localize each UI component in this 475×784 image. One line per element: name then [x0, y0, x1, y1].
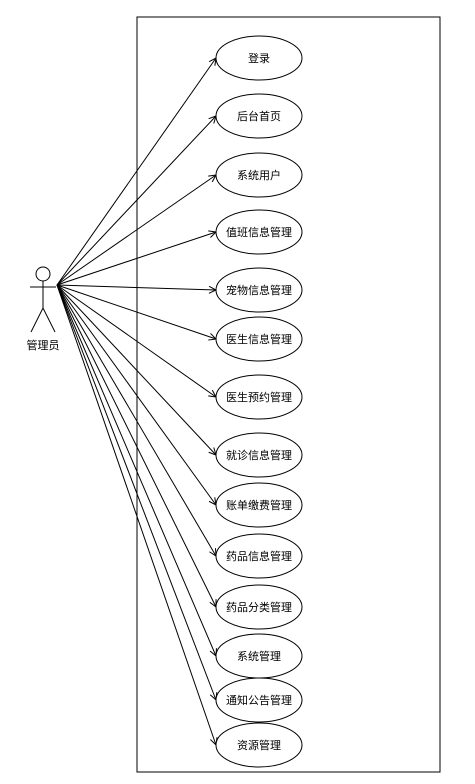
use-case-label: 登录	[248, 51, 270, 65]
use-case-ellipse	[215, 432, 303, 478]
use-case-label: 系统用户	[237, 168, 281, 182]
use-case: 医生预约管理	[215, 374, 303, 420]
use-case-ellipse	[215, 374, 303, 420]
use-case-ellipse	[215, 152, 303, 198]
association-line	[56, 174, 217, 286]
use-case-label: 系统管理	[237, 649, 281, 663]
actor-name: 管理员	[27, 338, 60, 352]
use-case-label: 医生信息管理	[226, 332, 292, 346]
use-case-label: 账单缴费管理	[226, 498, 292, 512]
actor-right-leg	[42, 307, 56, 333]
use-case-ellipse	[215, 93, 303, 139]
association-line	[56, 284, 217, 291]
use-case-ellipse	[215, 677, 303, 723]
association-arrowhead	[209, 548, 217, 557]
use-case: 资源管理	[215, 722, 303, 768]
use-case-ellipse	[215, 316, 303, 362]
association-line	[56, 284, 217, 456]
use-case-ellipse	[215, 482, 303, 528]
use-case: 账单缴费管理	[215, 482, 303, 528]
use-case-list: 登录后台首页系统用户值班信息管理宠物信息管理医生信息管理医生预约管理就诊信息管理…	[215, 35, 303, 768]
use-case-label: 宠物信息管理	[226, 283, 292, 297]
use-case-label: 资源管理	[237, 738, 281, 752]
use-case: 值班信息管理	[215, 209, 303, 255]
use-case: 药品分类管理	[215, 584, 303, 630]
use-case-label: 就诊信息管理	[226, 448, 292, 462]
association-line	[56, 284, 217, 701]
use-case: 宠物信息管理	[215, 267, 303, 313]
use-case-ellipse	[215, 35, 303, 81]
actor-left-leg	[30, 307, 44, 333]
use-case-label: 通知公告管理	[226, 693, 292, 707]
association-line	[56, 284, 217, 340]
association-line	[56, 284, 217, 608]
use-case: 就诊信息管理	[215, 432, 303, 478]
use-case: 系统管理	[215, 633, 303, 679]
use-case: 医生信息管理	[215, 316, 303, 362]
use-case-ellipse	[215, 267, 303, 313]
use-case-label: 药品信息管理	[226, 549, 292, 563]
use-case: 后台首页	[215, 93, 303, 139]
use-case-label: 医生预约管理	[226, 390, 292, 404]
association-line	[56, 284, 217, 506]
association-line	[56, 284, 217, 657]
use-case-ellipse	[215, 209, 303, 255]
use-case-label: 值班信息管理	[226, 225, 292, 239]
association-line	[56, 284, 217, 746]
actor-head	[35, 266, 51, 282]
use-case-ellipse	[215, 722, 303, 768]
association-line	[56, 231, 217, 286]
association-line	[56, 284, 217, 557]
actor-figure	[30, 266, 56, 333]
use-case-label: 药品分类管理	[226, 600, 292, 614]
system-boundary	[136, 16, 441, 773]
association-line	[56, 115, 217, 286]
use-case-ellipse	[215, 584, 303, 630]
use-case-ellipse	[215, 533, 303, 579]
use-case: 登录	[215, 35, 303, 81]
use-case: 药品信息管理	[215, 533, 303, 579]
association-line	[56, 57, 217, 286]
use-case: 通知公告管理	[215, 677, 303, 723]
use-case: 系统用户	[215, 152, 303, 198]
association-line	[56, 284, 217, 398]
use-case-label: 后台首页	[237, 109, 281, 123]
